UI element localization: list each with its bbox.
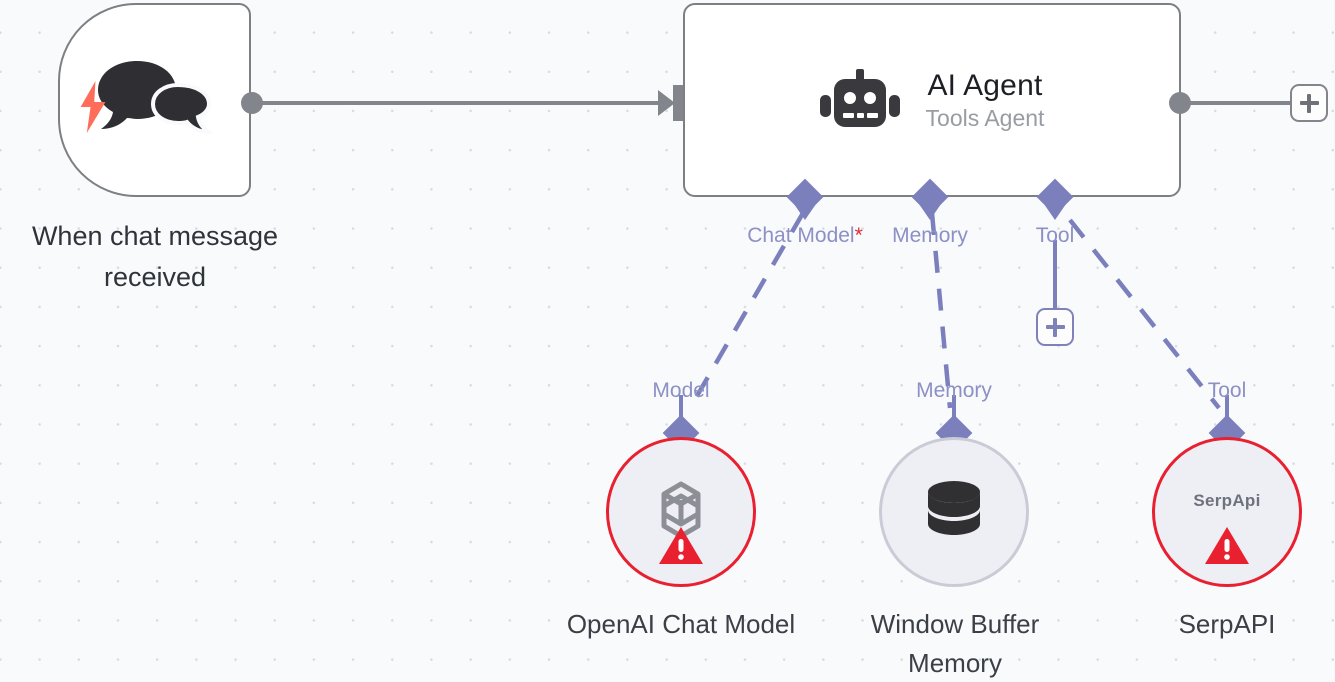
- add-tool-button[interactable]: [1036, 308, 1074, 346]
- agent-port-chat-model-tip: [794, 204, 816, 220]
- agent-port-memory-label: Memory: [892, 224, 968, 247]
- node-openai-chat-model[interactable]: [606, 437, 756, 587]
- warning-triangle-icon: [1205, 527, 1249, 564]
- sub-node-memory-label: Window Buffer Memory: [870, 609, 1040, 678]
- agent-port-tool-label: Tool: [1035, 224, 1075, 247]
- agent-subtitle: Tools Agent: [925, 104, 1045, 131]
- trigger-node-label: When chat message received: [31, 221, 279, 292]
- robot-icon: [819, 69, 900, 127]
- lightning-bolt-icon: [80, 81, 106, 133]
- sub-node-serpapi-label: SerpAPI: [1178, 609, 1276, 639]
- sub-node-serpapi-port-label: Tool: [1207, 379, 1247, 402]
- serpapi-wordmark: SerpApi: [1193, 491, 1261, 510]
- database-icon: [928, 481, 980, 535]
- chat-model-label-text: Chat Model: [747, 224, 855, 247]
- warning-triangle-icon: [659, 527, 703, 564]
- node-window-buffer-memory[interactable]: [879, 437, 1029, 587]
- chat-bubbles-icon: [97, 61, 214, 135]
- sub-node-openai-label: OpenAI Chat Model: [566, 609, 796, 639]
- sub-node-memory-port-label: Memory: [916, 379, 992, 402]
- agent-output-port[interactable]: [1169, 92, 1191, 114]
- plus-icon: [1299, 93, 1319, 113]
- agent-port-memory-tip: [919, 204, 941, 220]
- trigger-output-port[interactable]: [241, 92, 263, 114]
- agent-title: AI Agent: [927, 68, 1043, 102]
- node-serpapi[interactable]: SerpApi: [1152, 437, 1302, 587]
- node-ai-agent[interactable]: AI Agent Tools Agent: [683, 3, 1181, 197]
- plus-icon: [1045, 317, 1065, 337]
- node-when-chat-message-received[interactable]: [58, 3, 251, 197]
- required-asterisk: *: [854, 224, 863, 247]
- agent-input-arrow-icon: [658, 90, 675, 116]
- add-node-after-agent-button[interactable]: [1290, 84, 1328, 122]
- sub-node-openai-port-label: Model: [652, 379, 710, 402]
- agent-port-chat-model-label: Chat Model*: [705, 224, 905, 248]
- agent-port-tool-tip: [1044, 204, 1066, 220]
